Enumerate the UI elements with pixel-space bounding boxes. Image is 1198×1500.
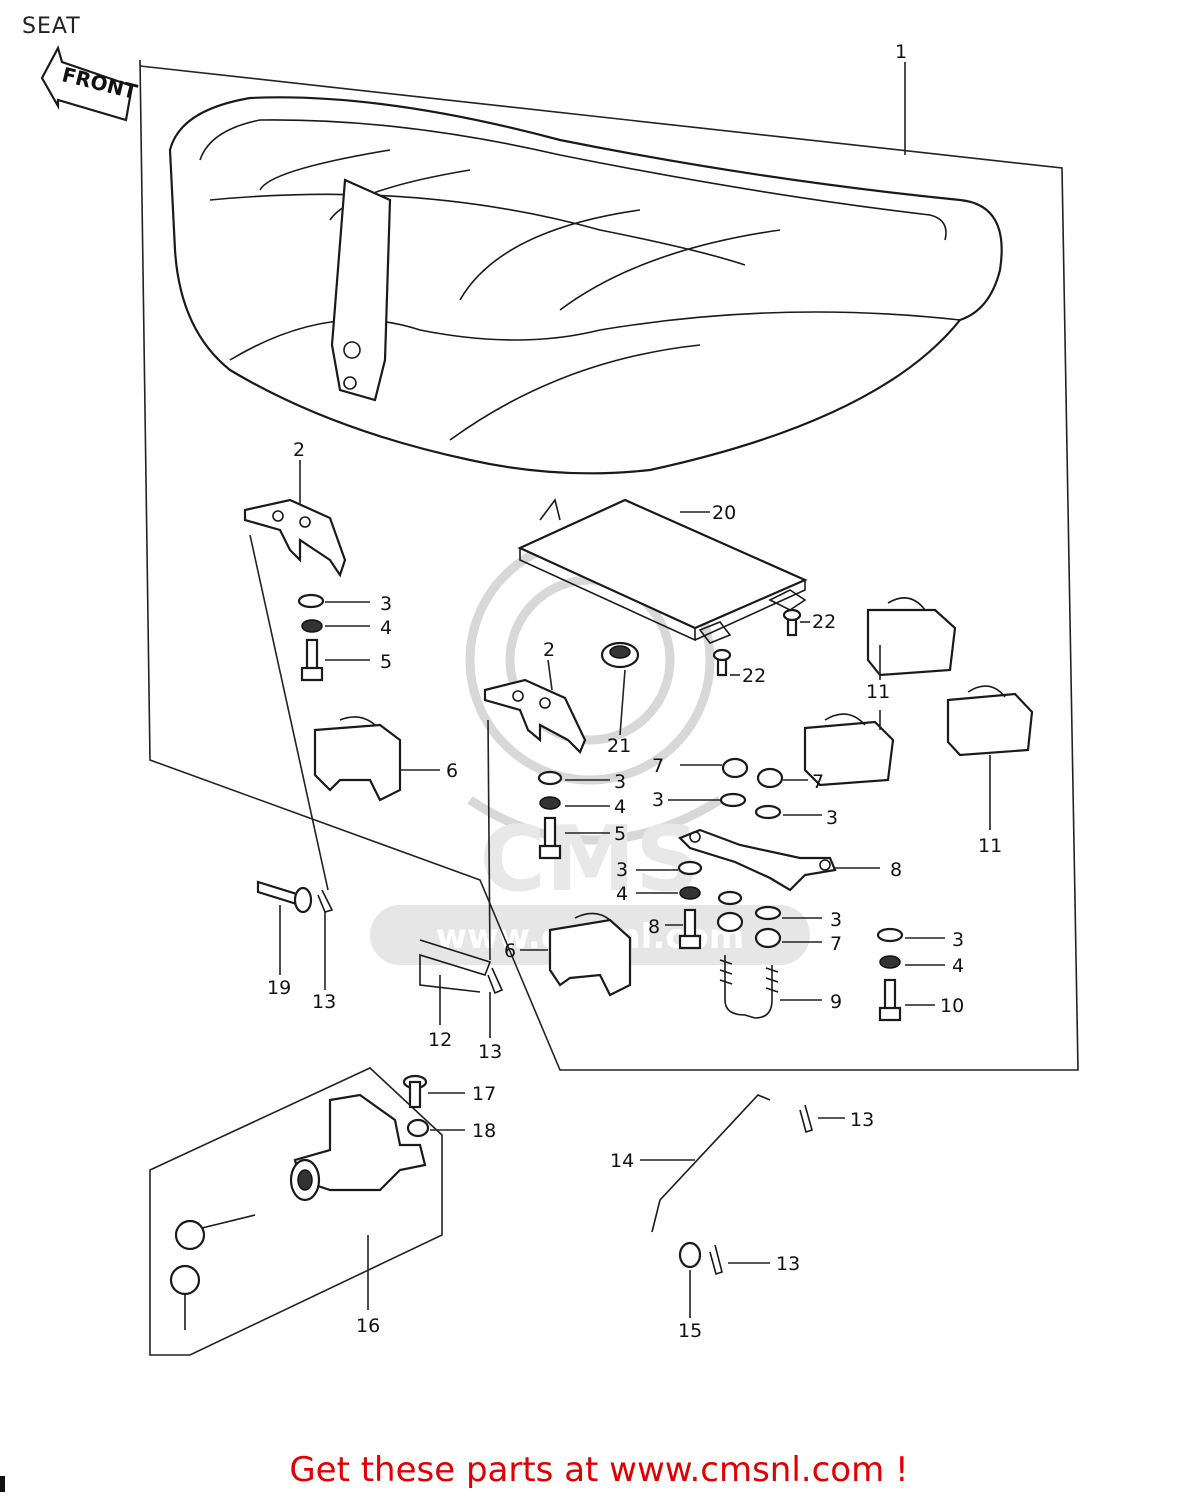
rubber-damper-icon — [313, 716, 402, 802]
label-part-6: 6 — [446, 760, 458, 782]
support-rod-icon — [651, 1094, 771, 1233]
bracket-icon — [483, 678, 587, 754]
watermark-top: CMS — [480, 807, 700, 912]
washer-icon — [678, 1241, 702, 1269]
label-part-7: 7 — [652, 755, 664, 777]
label-part-4: 4 — [616, 883, 628, 905]
label-part-3: 3 — [826, 807, 838, 829]
label-part-11: 11 — [866, 681, 890, 703]
label-part-4: 4 — [614, 796, 626, 818]
clip-icon — [317, 889, 334, 913]
bolt-icon — [878, 978, 902, 1022]
label-part-13: 13 — [850, 1109, 874, 1131]
mounting-plate-icon — [678, 828, 837, 892]
rubber-damper-icon — [946, 685, 1034, 757]
nut-icon — [756, 767, 784, 789]
hinge-rod-icon — [419, 939, 492, 993]
nut-icon — [716, 911, 744, 933]
label-part-2: 2 — [543, 639, 555, 661]
label-part-21: 21 — [607, 735, 631, 757]
nut-icon — [754, 927, 782, 949]
key-icon — [174, 1214, 256, 1251]
label-part-5: 5 — [614, 823, 626, 845]
assembly-frame — [139, 59, 1079, 1071]
label-part-3: 3 — [380, 593, 392, 615]
lock-washer-icon — [301, 619, 323, 633]
label-part-18: 18 — [472, 1120, 496, 1142]
label-part-17: 17 — [472, 1083, 496, 1105]
label-part-3: 3 — [952, 929, 964, 951]
key-icon — [169, 1264, 201, 1330]
bolt-icon — [538, 816, 562, 860]
label-part-5: 5 — [380, 651, 392, 673]
label-part-7: 7 — [812, 771, 824, 793]
pin-icon — [256, 880, 313, 914]
screw-icon — [782, 608, 802, 637]
nut-icon — [406, 1118, 430, 1138]
label-part-13: 13 — [776, 1253, 800, 1275]
label-part-4: 4 — [952, 955, 964, 977]
label-part-2: 2 — [293, 439, 305, 461]
label-part-16: 16 — [356, 1315, 380, 1337]
label-part-20: 20 — [712, 502, 736, 524]
label-part-22: 22 — [812, 611, 836, 633]
washer-icon — [754, 905, 782, 921]
corner-mark — [0, 1476, 5, 1492]
footer-link[interactable]: Get these parts at www.cmsnl.com ! — [289, 1450, 909, 1490]
screw-icon — [712, 648, 732, 677]
clip-icon — [709, 1244, 723, 1276]
label-part-3: 3 — [830, 909, 842, 931]
grommet-icon — [600, 641, 640, 669]
label-part-12: 12 — [428, 1029, 452, 1051]
label-part-22: 22 — [742, 665, 766, 687]
label-part-4: 4 — [380, 617, 392, 639]
washer-icon — [537, 770, 563, 786]
seat-lock-icon — [149, 1067, 443, 1356]
tool-tray-icon — [517, 498, 808, 644]
lock-washer-icon — [539, 796, 561, 810]
part-number-labels: 1 2 3 4 5 6 20 22 22 2 21 11 11 3 4 5 7 … — [267, 41, 1002, 1342]
washer-icon — [876, 927, 904, 943]
label-part-10: 10 — [940, 995, 964, 1017]
seat-icon — [168, 96, 1003, 475]
leader-lines — [249, 62, 991, 1318]
label-part-9: 9 — [830, 991, 842, 1013]
label-part-3: 3 — [652, 789, 664, 811]
label-part-14: 14 — [610, 1150, 634, 1172]
bracket-icon — [243, 498, 347, 578]
page-title: SEAT — [22, 14, 81, 39]
bolt-icon — [300, 638, 324, 682]
label-part-7: 7 — [830, 933, 842, 955]
washer-icon — [719, 792, 747, 808]
washer-icon — [717, 890, 743, 906]
label-part-1: 1 — [895, 41, 907, 63]
label-part-6: 6 — [504, 940, 516, 962]
lock-washer-icon — [679, 886, 701, 900]
u-bolt-icon — [719, 955, 779, 1019]
bolt-icon — [402, 1074, 428, 1109]
washer-icon — [297, 593, 325, 609]
rubber-damper-icon — [548, 912, 632, 997]
rubber-damper-icon — [866, 597, 957, 677]
label-part-3: 3 — [614, 771, 626, 793]
label-part-19: 19 — [267, 977, 291, 999]
washer-icon — [754, 804, 782, 820]
label-part-8: 8 — [890, 859, 902, 881]
clip-icon — [487, 967, 504, 995]
label-part-15: 15 — [678, 1320, 702, 1342]
nut-icon — [721, 757, 749, 779]
front-arrow-icon: FRONT — [40, 45, 140, 122]
label-part-11: 11 — [978, 835, 1002, 857]
bolt-icon — [678, 908, 702, 950]
label-part-3: 3 — [616, 859, 628, 881]
lock-washer-icon — [879, 955, 901, 969]
washer-icon — [677, 860, 703, 876]
rubber-damper-icon — [803, 713, 895, 787]
label-part-8: 8 — [648, 916, 660, 938]
clip-icon — [799, 1104, 813, 1134]
label-part-13: 13 — [312, 991, 336, 1013]
label-part-13: 13 — [478, 1041, 502, 1063]
